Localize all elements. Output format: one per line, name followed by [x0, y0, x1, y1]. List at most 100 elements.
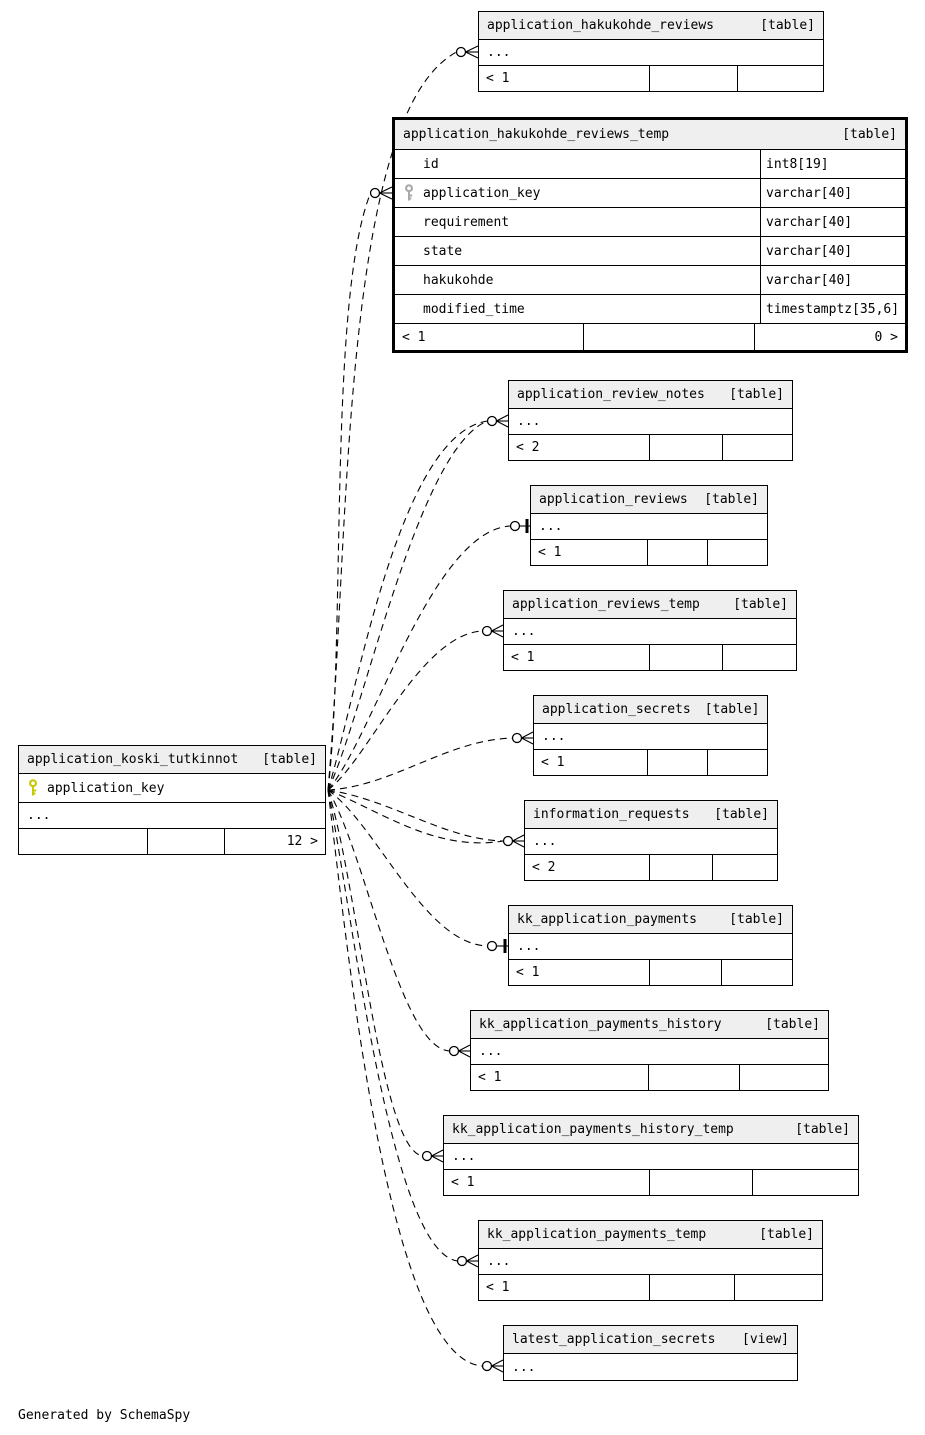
columns-ellipsis-row: ...: [504, 619, 796, 645]
columns-ellipsis-row: ...: [479, 40, 823, 66]
footer-cell: [722, 645, 796, 670]
table-node-kk-application-payments: kk_application_payments [table]... < 1: [508, 905, 793, 986]
table-type-tag: [table]: [795, 1122, 850, 1137]
relationship-edge-application-review-notes: [327, 414, 509, 791]
relationship-edge-kk-application-payments-history: [327, 789, 471, 1058]
columns-ellipsis-row: ...: [504, 1354, 797, 1380]
edge-path: [327, 789, 483, 1367]
table-header-kk-application-payments-temp[interactable]: kk_application_payments_temp[table]: [479, 1221, 822, 1249]
generated-by-note: Generated by SchemaSpy: [18, 1408, 191, 1423]
footer-cell: [734, 1275, 822, 1300]
ellipsis-text: ...: [542, 729, 566, 744]
relationship-edge-application-reviews-temp: [327, 624, 504, 791]
footer-cell[interactable]: < 1: [486, 71, 510, 86]
table-footer: < 1 0 >: [395, 324, 905, 350]
connector-line: [491, 1359, 504, 1367]
table-header-application-hakukohde-reviews[interactable]: application_hakukohde_reviews[table]: [479, 12, 823, 40]
table-footer: < 1: [531, 540, 767, 565]
edge-path: [327, 789, 504, 842]
table-header-application-review-notes[interactable]: application_review_notes[table]: [509, 381, 792, 409]
table-header-application-koski-tutkinnot[interactable]: application_koski_tutkinnot[table]: [19, 746, 325, 774]
footer-cell[interactable]: < 1: [451, 1175, 475, 1190]
footer-cell[interactable]: < 1: [538, 545, 562, 560]
table-name: kk_application_payments_history: [479, 1017, 722, 1032]
footer-cell[interactable]: < 2: [516, 440, 540, 455]
table-header-kk-application-payments-history[interactable]: kk_application_payments_history [table]: [471, 1011, 828, 1039]
ellipsis-text: ...: [533, 834, 557, 849]
table-footer: < 1: [509, 960, 792, 985]
table-header-kk-application-payments[interactable]: kk_application_payments [table]: [509, 906, 792, 934]
footer-cell[interactable]: < 2: [532, 860, 556, 875]
table-header-latest-application-secrets[interactable]: latest_application_secrets[view]: [504, 1326, 797, 1354]
footer-cell[interactable]: < 1: [511, 650, 535, 665]
footer-cell[interactable]: < 1: [402, 329, 426, 345]
table-footer: < 1: [534, 750, 767, 775]
columns-ellipsis-row: ...: [531, 514, 767, 540]
table-type-tag: [table]: [704, 702, 760, 717]
footer-cell: [707, 750, 767, 775]
relationship-edge-kk-application-payments: [327, 789, 508, 953]
connector-line: [521, 737, 534, 745]
table-footer: < 2: [525, 855, 777, 880]
connector-line: [465, 51, 479, 59]
table-type-tag: [table]: [704, 492, 759, 507]
table-header-kk-application-payments-history-temp[interactable]: kk_application_payments_history_temp [tab…: [444, 1116, 858, 1144]
footer-cell: [649, 855, 712, 880]
table-node-latest-application-secrets: latest_application_secrets[view]...: [503, 1325, 798, 1381]
table-header-information-requests[interactable]: information_requests[table]: [525, 801, 777, 829]
relationship-edge-kk-application-payments-history-temp: [327, 789, 444, 1163]
column-type: varchar[40]: [760, 208, 905, 236]
table-node-application-reviews: application_reviews[table]... < 1: [530, 485, 768, 566]
footer-cell[interactable]: < 1: [541, 755, 565, 770]
columns-ellipsis-row: ...: [479, 1249, 822, 1275]
connector-line: [512, 834, 525, 842]
edge-path: [327, 420, 488, 791]
edge-path: [327, 789, 450, 1052]
connector-line: [466, 1254, 479, 1262]
column-name: requirement: [423, 214, 510, 230]
footer-cell[interactable]: 0 >: [754, 324, 905, 350]
zero-or-circle-icon: [486, 415, 498, 427]
table-footer: < 1: [444, 1170, 858, 1195]
table-type-tag: [table]: [729, 912, 784, 927]
table-name: kk_application_payments: [517, 912, 698, 927]
table-header-application-secrets[interactable]: application_secrets[table]: [534, 696, 767, 724]
relationship-edge-latest-application-secrets: [327, 789, 504, 1373]
columns-ellipsis-row: ...: [509, 934, 792, 960]
footer-cell: [712, 855, 777, 880]
zero-or-circle-icon: [511, 732, 523, 744]
table-name: kk_application_payments_temp: [487, 1227, 707, 1242]
footer-cell[interactable]: < 1: [516, 965, 540, 980]
ellipsis-text: ...: [512, 624, 536, 639]
table-footer: < 1: [479, 1275, 822, 1300]
connector-line: [512, 840, 525, 848]
muted-key-icon: [404, 184, 414, 201]
footer-cell: [647, 750, 707, 775]
column-type: timestamptz[35,6]: [760, 295, 905, 323]
connector-line: [491, 624, 504, 632]
footer-cell[interactable]: < 1: [486, 1280, 510, 1295]
footer-cell[interactable]: < 1: [478, 1070, 502, 1085]
footer-cell[interactable]: 12 >: [224, 829, 325, 854]
columns-ellipsis-row: ...: [509, 409, 792, 435]
edge-path: [327, 789, 423, 1157]
table-footer: 12 >: [19, 829, 325, 854]
zero-or-circle-icon: [502, 835, 514, 847]
ellipsis-text: ...: [512, 1359, 536, 1375]
relationship-edge-kk-application-payments-temp: [327, 789, 479, 1268]
edge-path: [327, 420, 488, 791]
columns-ellipsis-row: ...: [19, 803, 325, 829]
edge-path: [327, 737, 513, 791]
zero-or-circle-icon: [421, 1150, 433, 1162]
table-type-tag: [table]: [765, 1017, 820, 1032]
table-type-tag: [table]: [714, 807, 769, 822]
table-header-application-reviews-temp[interactable]: application_reviews_temp[table]: [504, 591, 796, 619]
zero-or-circle-icon: [369, 187, 381, 199]
columns-ellipsis-row: ...: [444, 1144, 858, 1170]
table-header-application-reviews[interactable]: application_reviews[table]: [531, 486, 767, 514]
table-header-application-hakukohde-reviews-temp[interactable]: application_hakukohde_reviews_temp[table…: [395, 120, 905, 150]
table-name: application_koski_tutkinnot: [27, 752, 239, 767]
relationship-edge-application-secrets: [327, 731, 534, 791]
table-name: kk_application_payments_history_temp: [452, 1122, 734, 1137]
